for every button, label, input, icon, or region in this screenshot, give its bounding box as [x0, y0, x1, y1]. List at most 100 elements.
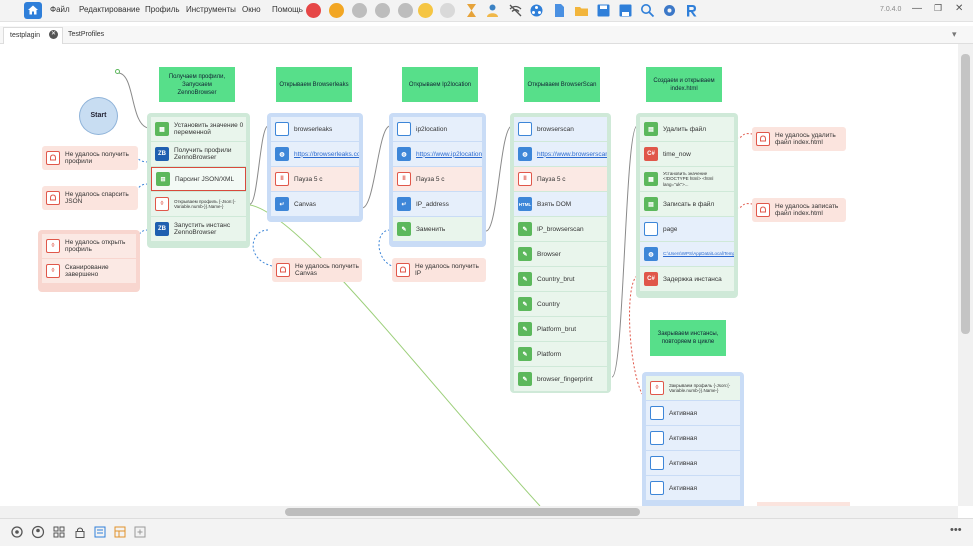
- group-ip2location[interactable]: ip2location ◍ https://www.ip2location.co…: [389, 113, 486, 247]
- header-browserscan[interactable]: Открываем BrowserScan: [524, 67, 600, 102]
- header-index-html[interactable]: Создаем и открываем index.html: [646, 67, 722, 102]
- block-replace[interactable]: ✎ Заменить: [393, 217, 482, 241]
- block-label[interactable]: C:\Users\WPS\AppData\Local\Temp\index.ht…: [663, 251, 734, 257]
- save-icon[interactable]: [596, 3, 611, 18]
- block-pause[interactable]: II Пауза 5 с: [271, 167, 359, 191]
- block-file-path[interactable]: ◍ C:\Users\WPS\AppData\Local\Temp\index.…: [640, 242, 734, 266]
- error-delete-file[interactable]: Не удалось удалить файл index.html: [752, 127, 846, 151]
- block-instance-delay[interactable]: C# Задержка инстанса: [640, 267, 734, 291]
- block-country[interactable]: ✎ Country: [514, 292, 607, 316]
- block-label[interactable]: https://browserleaks.com/canvas: [294, 150, 359, 158]
- project-canvas[interactable]: Start Получаем профили, Запускаем ZennoB…: [0, 44, 958, 506]
- block-active[interactable]: Активная: [646, 476, 740, 500]
- error-ip[interactable]: Не удалось получить IP: [392, 258, 486, 282]
- error-get-profiles[interactable]: Не удалось получить профили: [42, 146, 138, 170]
- group-browserscan[interactable]: browserscan ◍ https://www.browserscan.ne…: [510, 113, 611, 393]
- horizontal-scroll-thumb[interactable]: [285, 508, 640, 516]
- error-write-file[interactable]: Не удалось записать файл index.html: [752, 198, 846, 222]
- block-browserscan-url[interactable]: ◍ https://www.browserscan.net: [514, 142, 607, 166]
- block-get-dom[interactable]: HTML Взять DOM: [514, 192, 607, 216]
- block-ip2location-tab[interactable]: ip2location: [393, 117, 482, 141]
- group-errors[interactable]: ◊ Не удалось открыть профиль ◊ Сканирова…: [38, 230, 140, 292]
- block-platform[interactable]: ✎ Platform: [514, 342, 607, 366]
- share-icon[interactable]: [529, 3, 544, 18]
- block-browserleaks-url[interactable]: ◍ https://browserleaks.com/canvas: [271, 142, 359, 166]
- error-canvas[interactable]: Не удалось получить Canvas: [272, 258, 362, 282]
- block-pause[interactable]: II Пауза 5 с: [393, 167, 482, 191]
- block-ip2location-url[interactable]: ◍ https://www.ip2location.com/demo: [393, 142, 482, 166]
- group-close-instances[interactable]: ◊ Закрываем профиль {-Json:{-Variable.nu…: [642, 372, 744, 506]
- group-index-html[interactable]: ▤ Удалить файл C# time_now ▦ Установить …: [636, 113, 738, 298]
- home-button[interactable]: [24, 2, 42, 19]
- step-icon[interactable]: [352, 3, 367, 18]
- tabs-menu-icon[interactable]: ▾: [952, 29, 957, 39]
- block-delete-file[interactable]: ▤ Удалить файл: [640, 117, 734, 141]
- block-label[interactable]: https://www.ip2location.com/demo: [416, 150, 482, 158]
- status-scan-finished[interactable]: ◊ Сканирование завершено: [42, 259, 136, 283]
- menu-profile[interactable]: Профиль: [145, 5, 180, 14]
- block-platform-brut[interactable]: ✎ Platform_brut: [514, 317, 607, 341]
- close-window-icon[interactable]: ✕: [955, 3, 964, 14]
- stop-icon[interactable]: [398, 3, 413, 18]
- block-canvas[interactable]: ↵ Canvas: [271, 192, 359, 216]
- group-browserleaks[interactable]: browserleaks ◍ https://browserleaks.com/…: [267, 113, 363, 222]
- block-time-now[interactable]: C# time_now: [640, 142, 734, 166]
- block-browser[interactable]: ✎ Browser: [514, 242, 607, 266]
- disabled-icon[interactable]: [440, 3, 455, 18]
- no-network-icon[interactable]: [508, 3, 523, 18]
- block-label[interactable]: https://www.browserscan.net: [537, 150, 607, 158]
- save-as-icon[interactable]: [618, 3, 633, 18]
- menu-help[interactable]: Помощь: [272, 5, 303, 14]
- settings-icon[interactable]: [10, 525, 24, 539]
- hourglass-icon[interactable]: [464, 3, 479, 18]
- header-ip2location[interactable]: Открываем Ip2location: [402, 67, 478, 102]
- refresh-icon[interactable]: [329, 3, 344, 18]
- block-parse-json[interactable]: ⊞ Парсинг JSON/XML: [151, 167, 246, 191]
- block-start-instance[interactable]: ZB Запустить инстанс ZennoBrowser: [151, 217, 246, 241]
- lock-icon[interactable]: [73, 525, 87, 539]
- folder-icon[interactable]: [574, 3, 589, 18]
- block-set-value[interactable]: ▦ Установить значение 0 переменной: [151, 117, 246, 141]
- restore-icon[interactable]: ❐: [934, 3, 943, 13]
- search-icon[interactable]: [640, 3, 655, 18]
- minimize-icon[interactable]: —: [912, 3, 922, 14]
- block-page[interactable]: page: [640, 217, 734, 241]
- partial-block[interactable]: [757, 502, 850, 506]
- menu-window[interactable]: Окно: [242, 5, 261, 14]
- user-circle-icon[interactable]: [31, 525, 45, 539]
- block-pause[interactable]: II Пауза 5 с: [514, 167, 607, 191]
- menu-file[interactable]: Файл: [50, 5, 70, 14]
- header-get-profiles[interactable]: Получаем профили, Запускаем ZennoBrowser: [159, 67, 235, 102]
- document-icon[interactable]: [552, 3, 567, 18]
- menu-edit[interactable]: Редактирование: [79, 5, 140, 14]
- more-icon[interactable]: •••: [950, 524, 962, 536]
- block-ip-browserscan[interactable]: ✎ IP_browserscan: [514, 217, 607, 241]
- menu-tools[interactable]: Инструменты: [186, 5, 236, 14]
- undo-icon[interactable]: [418, 3, 433, 18]
- header-close-instances[interactable]: Закрываем инстансы, повторяем в цикле: [650, 320, 726, 356]
- horizontal-scrollbar[interactable]: [0, 506, 958, 518]
- block-get-profiles[interactable]: ZB Получить профили ZennoBrowser: [151, 142, 246, 166]
- block-open-profile[interactable]: ◊ Открываем профиль {-Json:{-Variable.nu…: [151, 192, 246, 216]
- list-icon[interactable]: [93, 525, 107, 539]
- pause-icon[interactable]: [375, 3, 390, 18]
- block-country-brut[interactable]: ✎ Country_brut: [514, 267, 607, 291]
- vertical-scroll-thumb[interactable]: [961, 54, 970, 334]
- tab-close-icon[interactable]: ✕: [49, 30, 58, 39]
- block-browserscan-tab[interactable]: browserscan: [514, 117, 607, 141]
- add-icon[interactable]: [133, 525, 147, 539]
- block-active[interactable]: Активная: [646, 426, 740, 450]
- block-close-profile[interactable]: ◊ Закрываем профиль {-Json:{-Variable.nu…: [646, 376, 740, 400]
- block-active[interactable]: Активная: [646, 451, 740, 475]
- block-active[interactable]: Активная: [646, 401, 740, 425]
- tab-testplagin[interactable]: testplagin: [3, 27, 63, 44]
- block-ip-address[interactable]: ↵ IP_address: [393, 192, 482, 216]
- error-open-profile[interactable]: ◊ Не удалось открыть профиль: [42, 234, 136, 258]
- record-icon[interactable]: [306, 3, 321, 18]
- group-get-profiles[interactable]: ▦ Установить значение 0 переменной ZB По…: [147, 113, 250, 248]
- grid-icon[interactable]: [52, 525, 66, 539]
- block-browser-fingerprint[interactable]: ✎ browser_fingerprint: [514, 367, 607, 391]
- error-parse-json[interactable]: Не удалось спарсить JSON: [42, 186, 138, 210]
- block-set-html[interactable]: ▦ Установить значение <!DOCTYPE html> <h…: [640, 167, 734, 191]
- connector-dot[interactable]: [115, 69, 120, 74]
